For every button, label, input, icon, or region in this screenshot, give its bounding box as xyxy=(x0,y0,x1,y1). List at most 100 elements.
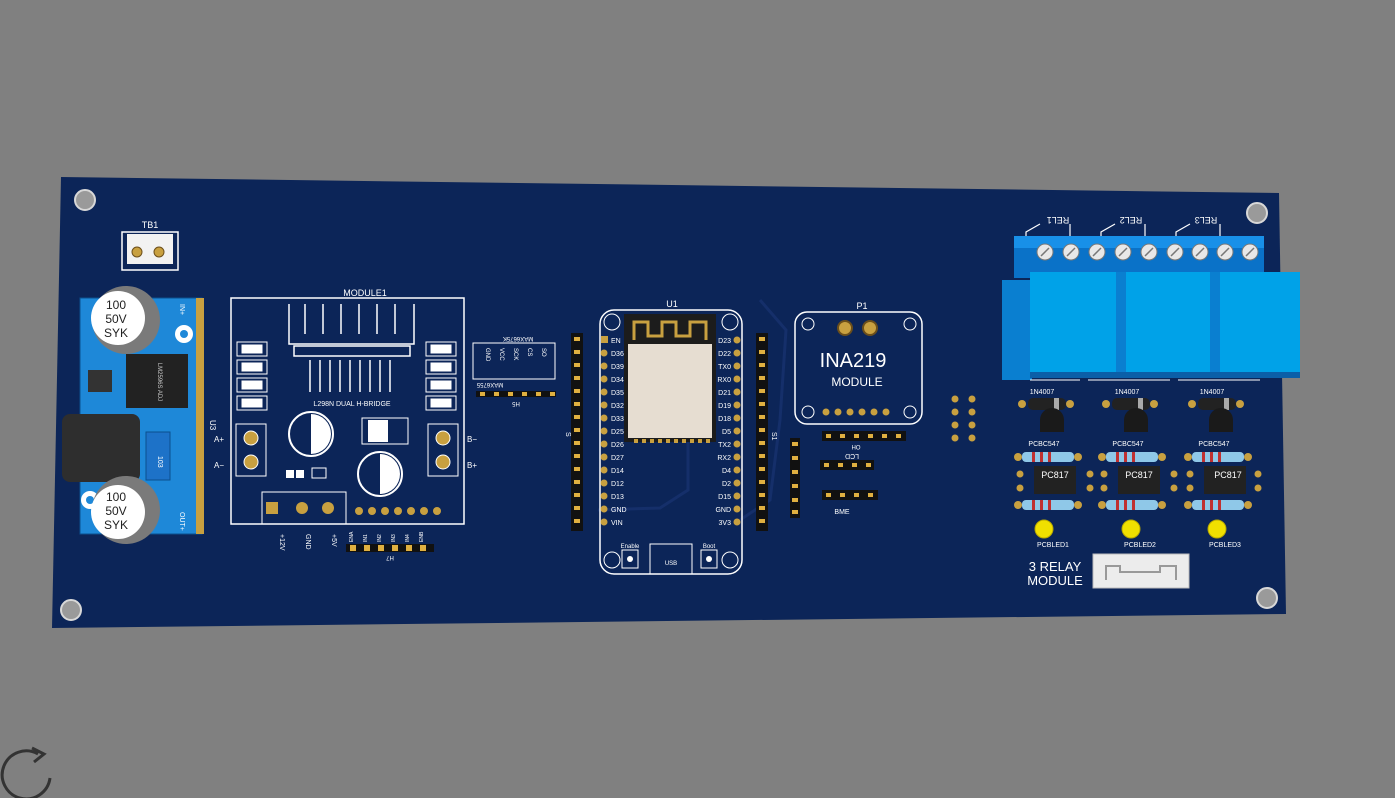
svg-text:D2: D2 xyxy=(722,481,731,488)
svg-text:D13: D13 xyxy=(611,494,624,501)
svg-text:D33: D33 xyxy=(611,416,624,423)
svg-text:50V: 50V xyxy=(105,504,126,518)
svg-text:PCBC547: PCBC547 xyxy=(1198,441,1229,448)
svg-text:100: 100 xyxy=(106,298,126,312)
u1-left-pin-labels: EN D36 D39 D34 D35 D32 D33 D25 D26 D27 D… xyxy=(611,338,627,527)
svg-text:PCBC547: PCBC547 xyxy=(1112,441,1143,448)
pad-grid xyxy=(951,395,976,442)
svg-text:D18: D18 xyxy=(718,416,731,423)
svg-text:ENB: ENB xyxy=(419,531,425,542)
refresh-icon[interactable] xyxy=(0,742,60,798)
svg-text:GND: GND xyxy=(304,534,311,550)
svg-text:MAX6755: MAX6755 xyxy=(476,381,503,387)
svg-text:D5: D5 xyxy=(722,429,731,436)
relay-module-title-line2: MODULE xyxy=(1027,573,1083,588)
svg-text:D39: D39 xyxy=(611,364,624,371)
svg-text:D19: D19 xyxy=(718,403,731,410)
svg-text:50V: 50V xyxy=(105,312,126,326)
vertical-header-s1 xyxy=(790,438,800,518)
mounting-holes xyxy=(60,189,1278,621)
svg-text:TX2: TX2 xyxy=(718,442,731,449)
svg-text:ENA: ENA xyxy=(349,531,355,542)
svg-text:GND: GND xyxy=(611,507,627,514)
svg-text:D4: D4 xyxy=(722,468,731,475)
svg-text:GND: GND xyxy=(715,507,731,514)
svg-text:TX0: TX0 xyxy=(718,364,731,371)
svg-text:+5V: +5V xyxy=(330,534,337,547)
pcb-trace xyxy=(597,440,690,512)
svg-text:100: 100 xyxy=(106,490,126,504)
u1-label: U1 xyxy=(666,299,678,309)
u3-label: U3 xyxy=(208,420,217,431)
svg-text:PCBLED3: PCBLED3 xyxy=(1209,542,1241,549)
svg-text:PC817: PC817 xyxy=(1041,470,1069,480)
max6675-module: MAX6675K GND VCC SCK CS SO MAX6755 H5 xyxy=(472,335,556,406)
svg-text:1N4007: 1N4007 xyxy=(1030,389,1055,396)
svg-text:CS: CS xyxy=(526,348,532,356)
svg-text:A+: A+ xyxy=(214,435,224,444)
svg-text:IN3: IN3 xyxy=(391,534,397,542)
svg-text:D14: D14 xyxy=(611,468,624,475)
p1-subtitle: MODULE xyxy=(831,375,882,389)
h7-header: ENA IN1 IN2 IN3 IN4 ENB H7 xyxy=(346,531,434,560)
oh-header: OH xyxy=(822,431,906,449)
svg-text:D36: D36 xyxy=(611,351,624,358)
svg-text:PCBLED1: PCBLED1 xyxy=(1037,542,1069,549)
svg-text:PCBLED2: PCBLED2 xyxy=(1124,542,1156,549)
svg-text:A−: A− xyxy=(214,461,224,470)
svg-text:D25: D25 xyxy=(611,429,624,436)
svg-text:REL2: REL2 xyxy=(1120,215,1143,225)
svg-text:USB: USB xyxy=(665,561,677,567)
svg-text:VCC: VCC xyxy=(498,348,504,361)
svg-text:3V3: 3V3 xyxy=(719,520,732,527)
p1-label: P1 xyxy=(856,301,867,311)
svg-text:D26: D26 xyxy=(611,442,624,449)
relay-resistors xyxy=(1014,452,1252,510)
svg-text:D12: D12 xyxy=(611,481,624,488)
relay-module-title-line1: 3 RELAY xyxy=(1029,559,1082,574)
module1-subtitle: L298N DUAL H-BRIDGE xyxy=(313,401,390,408)
svg-text:D32: D32 xyxy=(611,403,624,410)
svg-text:S: S xyxy=(564,432,571,437)
svg-text:SO: SO xyxy=(540,348,546,357)
tb1-label: TB1 xyxy=(142,220,159,230)
svg-text:BME: BME xyxy=(834,509,850,516)
svg-text:RX2: RX2 xyxy=(717,455,731,462)
svg-text:103: 103 xyxy=(156,456,163,468)
svg-text:PCBC547: PCBC547 xyxy=(1028,441,1059,448)
svg-text:S1: S1 xyxy=(770,432,777,441)
relay-module: REL1 REL2 REL3 1N4007 xyxy=(1002,215,1300,589)
u3-in-plus: IN+ xyxy=(178,304,185,315)
p1-ina219-module: P1 INA219 MODULE xyxy=(794,301,923,425)
svg-text:REL1: REL1 xyxy=(1047,215,1070,225)
h7-label: H7 xyxy=(386,554,394,560)
svg-text:D23: D23 xyxy=(718,338,731,345)
p1-title: INA219 xyxy=(820,350,887,372)
pin-header-right: S1 xyxy=(756,333,777,531)
svg-text:1N4007: 1N4007 xyxy=(1115,389,1140,396)
svg-text:SYK: SYK xyxy=(104,518,128,532)
tb1-terminal: TB1 xyxy=(121,220,179,271)
lcd-header: LCD xyxy=(820,452,874,470)
svg-text:D34: D34 xyxy=(611,377,624,384)
u3-out-plus: OUT+ xyxy=(178,512,185,531)
svg-text:VIN: VIN xyxy=(611,520,623,527)
svg-text:B−: B− xyxy=(467,435,477,444)
pin-header-left: S xyxy=(564,333,583,531)
svg-text:D35: D35 xyxy=(611,390,624,397)
svg-text:D27: D27 xyxy=(611,455,624,462)
svg-text:D22: D22 xyxy=(718,351,731,358)
svg-text:Enable: Enable xyxy=(621,544,640,550)
svg-text:PC817: PC817 xyxy=(1125,470,1153,480)
u1-right-pin-labels: D23 D22 TX0 RX0 D21 D19 D18 D5 TX2 RX2 D… xyxy=(715,338,731,527)
svg-text:SCK: SCK xyxy=(512,348,518,360)
svg-text:D15: D15 xyxy=(718,494,731,501)
u1-esp32: U1 EN D36 xyxy=(599,299,743,575)
svg-text:GND: GND xyxy=(484,348,490,362)
svg-text:IN1: IN1 xyxy=(363,534,369,542)
svg-text:PC817: PC817 xyxy=(1214,470,1242,480)
svg-text:EN: EN xyxy=(611,338,621,345)
module1-label: MODULE1 xyxy=(343,288,387,298)
u3-buck-converter: U3 IN+ OUT+ 100 50V SYK LM2596S ADJ 103 … xyxy=(62,286,217,544)
